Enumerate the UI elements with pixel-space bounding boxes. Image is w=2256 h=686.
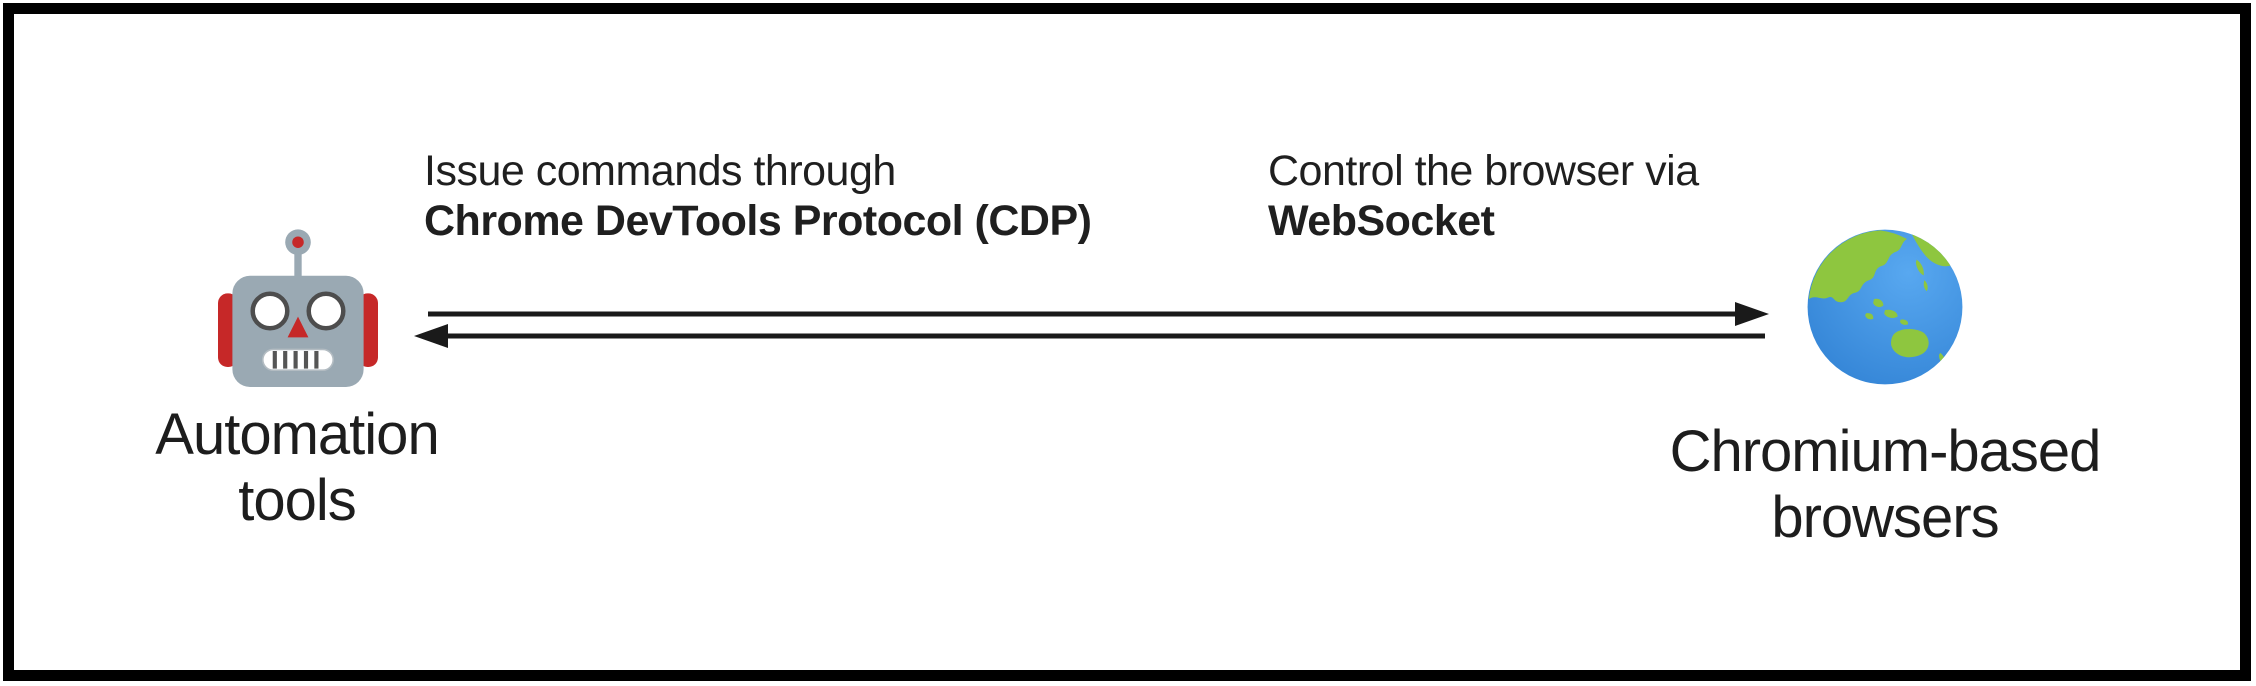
annotation-websocket-line1: Control the browser via	[1268, 147, 1699, 195]
caption-automation-tools: Automation tools	[97, 402, 497, 534]
annotation-cdp-line2: Chrome DevTools Protocol (CDP)	[424, 197, 1092, 245]
caption-automation-tools-line1: Automation	[155, 402, 439, 467]
annotation-cdp: Issue commands through Chrome DevTools P…	[424, 146, 1092, 246]
caption-automation-tools-line2: tools	[238, 468, 357, 533]
globe-icon	[1807, 229, 1963, 385]
annotation-cdp-line1: Issue commands through	[424, 147, 896, 195]
arrow-left-to-right-icon	[428, 302, 1769, 326]
annotation-websocket-line2: WebSocket	[1268, 197, 1495, 245]
caption-chromium-browsers-line2: browsers	[1771, 485, 1999, 550]
annotation-websocket: Control the browser via WebSocket	[1268, 146, 1699, 246]
robot-icon	[218, 229, 378, 387]
caption-chromium-browsers-line1: Chromium-based	[1669, 419, 2102, 484]
caption-chromium-browsers: Chromium-based browsers	[1650, 419, 2120, 551]
arrow-right-to-left-icon	[414, 324, 1765, 348]
